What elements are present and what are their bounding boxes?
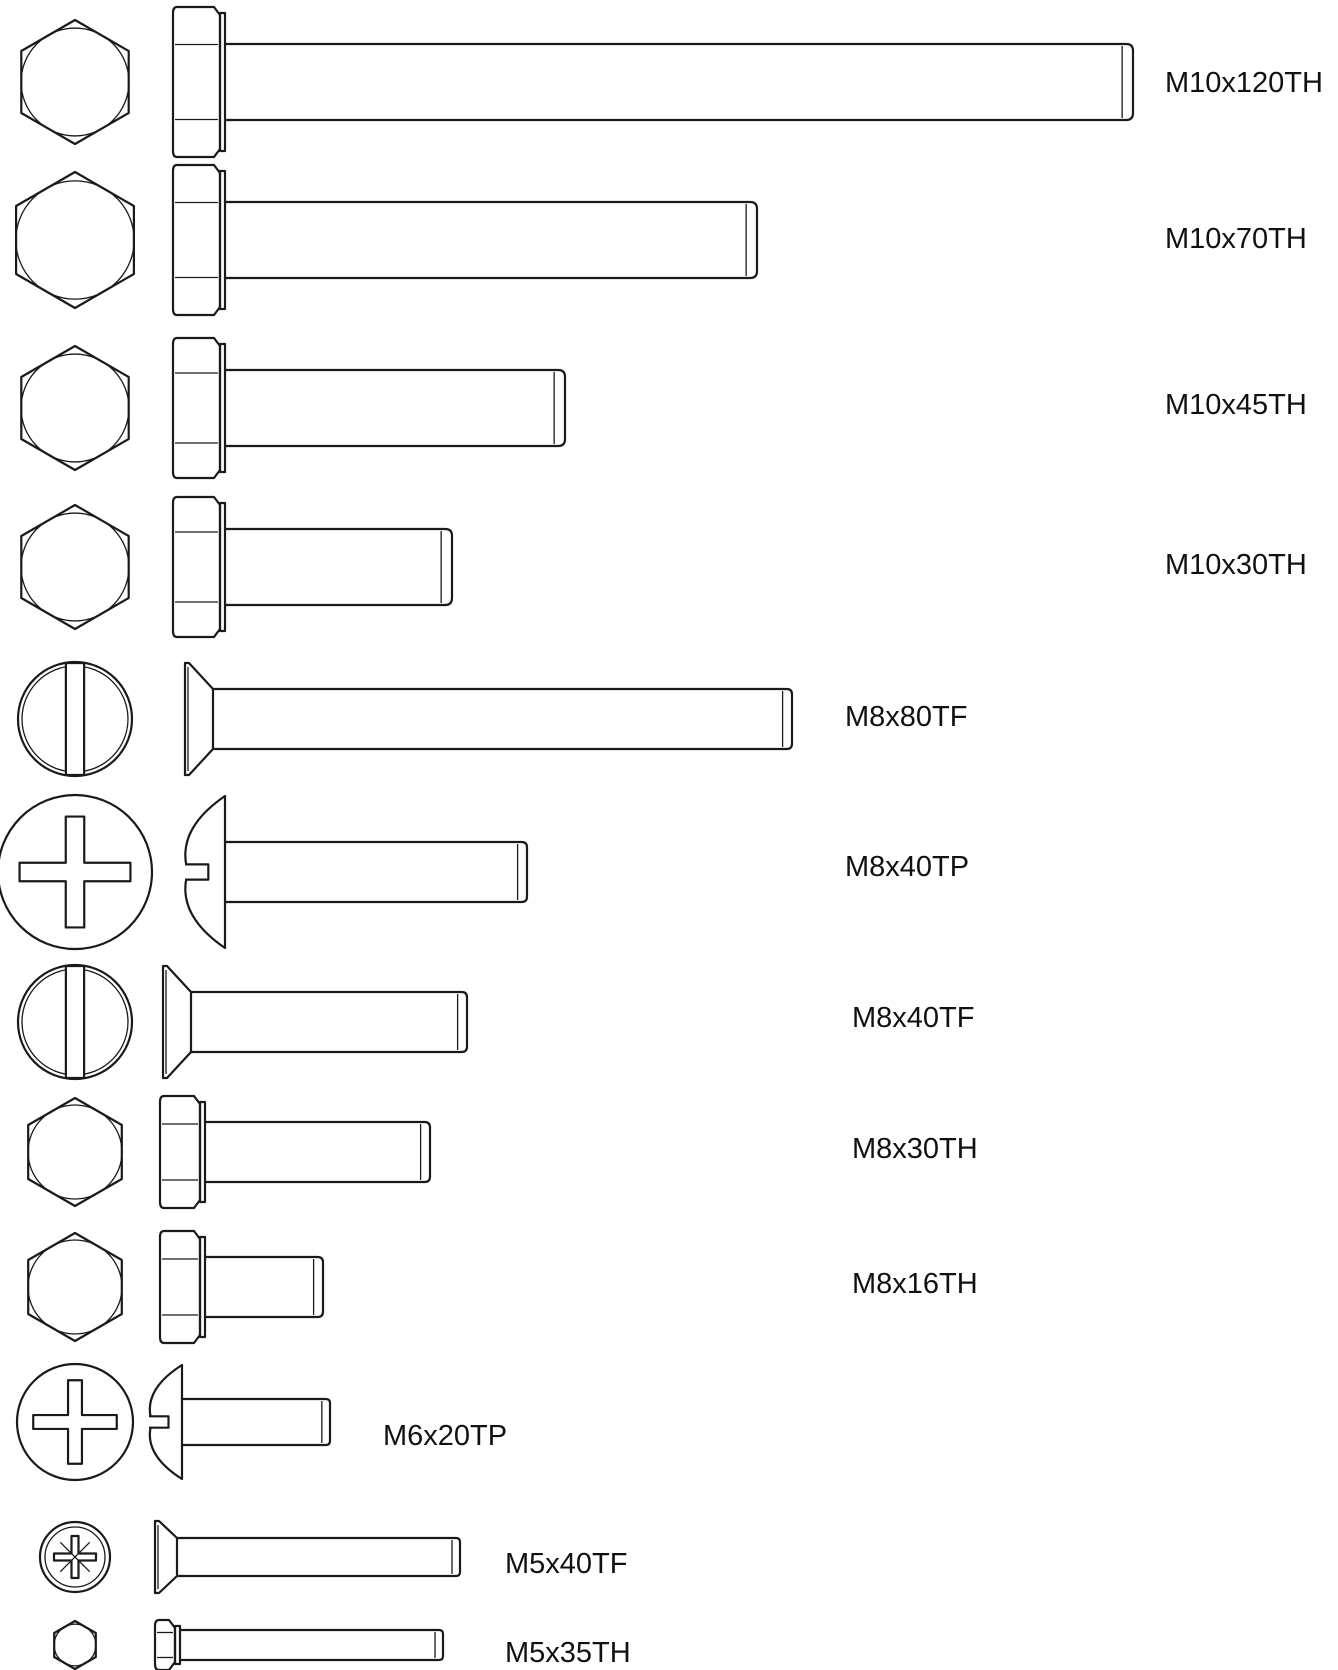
screw-m8x30th: M8x30TH bbox=[27, 1094, 978, 1210]
phillips-drive-icon bbox=[15, 1362, 135, 1482]
hex-head-icon bbox=[20, 18, 130, 146]
screw-m5x40tf: M5x40TF bbox=[38, 1519, 627, 1595]
hex-head-icon bbox=[20, 344, 130, 472]
screw-label: M8x40TP bbox=[845, 851, 969, 883]
screw-side-view bbox=[184, 794, 529, 950]
screw-side-view bbox=[171, 163, 759, 317]
screw-m8x40tp: M8x40TP bbox=[0, 793, 969, 951]
screw-side-view bbox=[183, 661, 794, 777]
screw-m5x35th: M5x35TH bbox=[53, 1618, 631, 1670]
screw-m8x40tf: M8x40TF bbox=[16, 963, 974, 1081]
screw-m10x70th: M10x70TH bbox=[15, 163, 1307, 317]
screw-label: M6x20TP bbox=[383, 1420, 507, 1452]
screw-label: M5x40TF bbox=[505, 1548, 627, 1580]
hex-head-icon bbox=[53, 1619, 97, 1670]
screw-label: M10x70TH bbox=[1165, 223, 1307, 255]
pozidriv-drive-icon bbox=[38, 1520, 112, 1594]
screw-m10x120th: M10x120TH bbox=[20, 5, 1323, 159]
screw-side-view bbox=[171, 5, 1135, 159]
screw-m10x30th: M10x30TH bbox=[20, 495, 1307, 639]
screw-m10x45th: M10x45TH bbox=[20, 336, 1307, 480]
screw-label: M10x45TH bbox=[1165, 389, 1307, 421]
screw-label: M8x30TH bbox=[852, 1133, 978, 1165]
slotted-drive-icon bbox=[16, 660, 134, 778]
screw-label: M10x120TH bbox=[1165, 67, 1323, 99]
screw-label: M5x35TH bbox=[505, 1637, 631, 1669]
screw-m8x80tf: M8x80TF bbox=[16, 660, 967, 778]
hex-head-icon bbox=[27, 1096, 123, 1208]
hex-head-icon bbox=[15, 170, 135, 310]
screw-side-view bbox=[158, 1094, 432, 1210]
screw-label: M10x30TH bbox=[1165, 549, 1307, 581]
screw-side-view bbox=[161, 964, 469, 1080]
screw-side-view bbox=[171, 495, 454, 639]
phillips-drive-icon bbox=[0, 793, 154, 951]
screw-side-view bbox=[153, 1519, 462, 1595]
screw-side-view bbox=[153, 1618, 445, 1670]
screw-label: M8x80TF bbox=[845, 701, 967, 733]
screw-m6x20tp: M6x20TP bbox=[15, 1362, 507, 1482]
screw-side-view bbox=[148, 1363, 332, 1481]
hex-head-icon bbox=[20, 503, 130, 631]
hex-head-icon bbox=[27, 1231, 123, 1343]
screw-side-view bbox=[171, 336, 567, 480]
screw-m8x16th: M8x16TH bbox=[27, 1229, 978, 1345]
slotted-drive-icon bbox=[16, 963, 134, 1081]
screw-label: M8x40TF bbox=[852, 1002, 974, 1034]
screw-label: M8x16TH bbox=[852, 1268, 978, 1300]
screw-side-view bbox=[158, 1229, 325, 1345]
